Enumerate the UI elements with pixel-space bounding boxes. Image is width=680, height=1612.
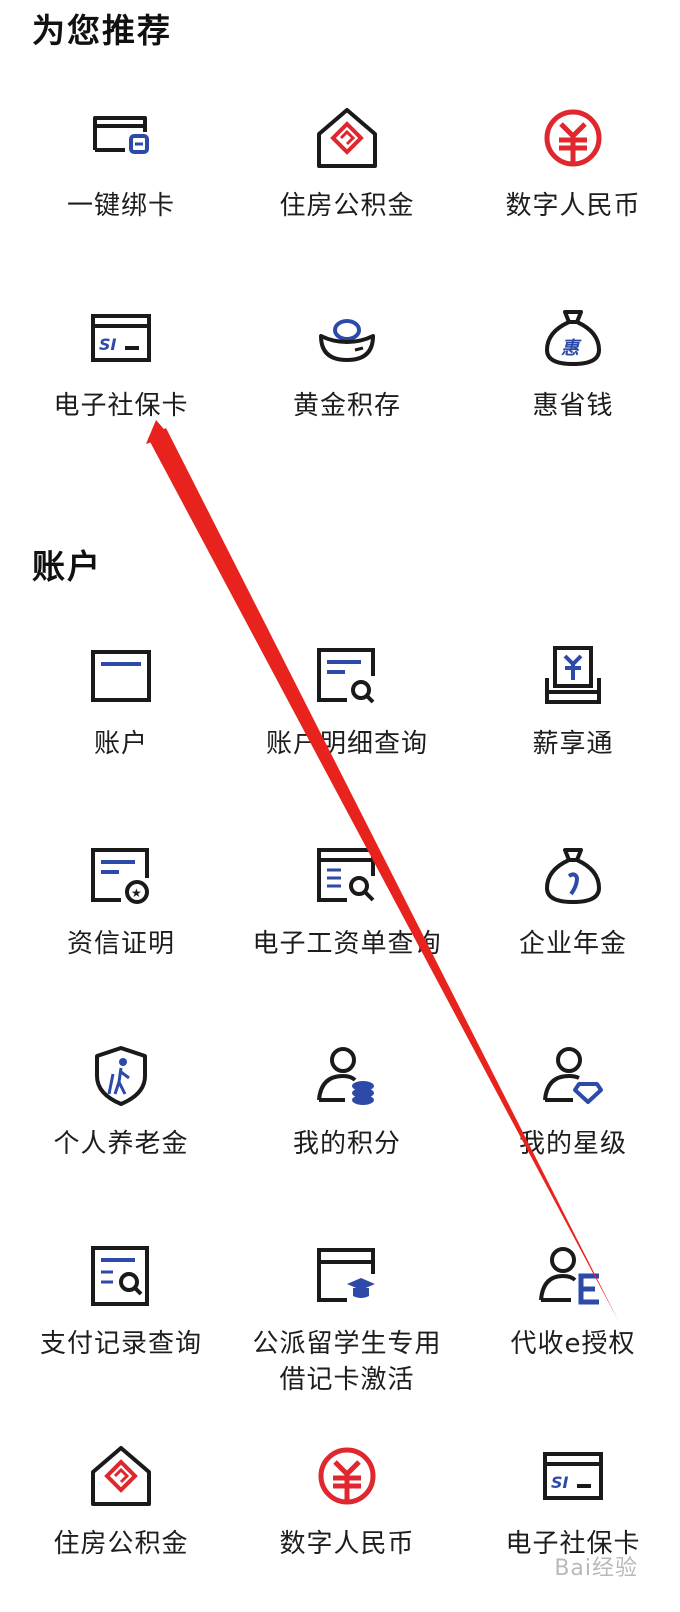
account-card-icon (91, 650, 151, 702)
tile-digital-rmb-2[interactable]: 数字人民币 (234, 1412, 460, 1612)
tile-my-star-level[interactable]: 我的星级 (460, 1012, 680, 1212)
tile-label: 我的积分 (292, 1129, 401, 1159)
tile-e-authorization[interactable]: 代收e授权 (460, 1212, 680, 1412)
tile-account[interactable]: 账户 (8, 612, 234, 812)
user-star-level-icon (543, 1047, 603, 1104)
tile-label: 住房公积金 (53, 1529, 189, 1559)
tile-label: 账户明细查询 (265, 729, 428, 759)
tile-salary[interactable]: 薪享通 (460, 612, 680, 812)
tile-label: 账户 (93, 729, 148, 759)
account-grid: 账户 账户明细查询 薪享通 ★ 资信证明 (0, 612, 680, 1612)
tile-payslip[interactable]: 电子工资单查询 (234, 812, 460, 1012)
money-bag-hui-icon: 惠 (544, 310, 602, 367)
social-security-card-icon: SI (91, 314, 151, 362)
tile-label: 个人养老金 (53, 1129, 189, 1159)
tile-label: 数字人民币 (279, 1529, 415, 1559)
e-authorization-icon (539, 1247, 599, 1305)
svg-text:SI: SI (551, 1473, 569, 1492)
watermark: Bai经验 (554, 1556, 638, 1581)
social-security-card-icon: SI (543, 1452, 603, 1500)
tile-social-security-card[interactable]: SI 电子社保卡 (8, 288, 234, 488)
tile-student-card-activation[interactable]: 公派留学生专用借记卡激活 (234, 1212, 460, 1412)
pension-shield-icon (95, 1046, 147, 1106)
bind-card-icon (93, 116, 149, 154)
salary-icon (545, 646, 601, 704)
gold-ingot-icon (319, 319, 375, 362)
digital-rmb-icon (318, 1447, 376, 1505)
student-card-activate-icon (317, 1248, 375, 1302)
credit-certificate-icon: ★ (91, 848, 149, 904)
tile-bind-card[interactable]: 一键绑卡 (8, 88, 234, 288)
tile-label: 住房公积金 (279, 191, 415, 221)
tile-label: 电子社保卡 (53, 391, 189, 421)
tile-label: 企业年金 (518, 929, 627, 959)
account-detail-search-icon (317, 648, 375, 704)
tile-pension[interactable]: 个人养老金 (8, 1012, 234, 1212)
tile-credit-cert[interactable]: ★ 资信证明 (8, 812, 234, 1012)
svg-text:★: ★ (131, 886, 142, 900)
tile-digital-rmb[interactable]: 数字人民币 (460, 88, 680, 288)
tile-account-detail[interactable]: 账户明细查询 (234, 612, 460, 812)
tile-label: 我的星级 (518, 1129, 627, 1159)
tile-payment-record[interactable]: 支付记录查询 (8, 1212, 234, 1412)
tile-housing-fund-2[interactable]: 住房公积金 (8, 1412, 234, 1612)
recommended-grid: 一键绑卡 住房公积金 数字人民币 SI 电子社保卡 黄金积存 (0, 88, 680, 488)
svg-text:SI: SI (99, 335, 117, 354)
housing-fund-icon (91, 1446, 151, 1506)
tile-label: 电子工资单查询 (252, 929, 442, 959)
tile-label: 一键绑卡 (66, 191, 175, 221)
tile-label: 公派留学生专用借记卡激活 (252, 1329, 442, 1395)
digital-rmb-icon (544, 109, 602, 167)
tile-hui-save[interactable]: 惠 惠省钱 (460, 288, 680, 488)
tile-label: 黄金积存 (292, 391, 401, 421)
tile-annuity[interactable]: 企业年金 (460, 812, 680, 1012)
tile-label: 薪享通 (532, 729, 614, 759)
payment-record-search-icon (91, 1246, 149, 1306)
payslip-search-icon (317, 848, 375, 902)
svg-text:惠: 惠 (561, 338, 582, 359)
annuity-bag-icon (544, 848, 602, 905)
section-title-account: 账户 (32, 547, 102, 586)
tile-social-security-card-2[interactable]: SI 电子社保卡 (460, 1412, 680, 1612)
tile-label: 支付记录查询 (39, 1329, 202, 1359)
tile-gold[interactable]: 黄金积存 (234, 288, 460, 488)
tile-label: 惠省钱 (532, 391, 614, 421)
user-points-icon (317, 1047, 374, 1105)
tile-label: 电子社保卡 (505, 1529, 641, 1559)
tile-label: 代收e授权 (510, 1329, 636, 1359)
tile-housing-fund[interactable]: 住房公积金 (234, 88, 460, 288)
tile-my-points[interactable]: 我的积分 (234, 1012, 460, 1212)
tile-label: 数字人民币 (505, 191, 641, 221)
section-title-recommended: 为您推荐 (32, 11, 172, 50)
housing-fund-icon (317, 108, 377, 168)
tile-label: 资信证明 (66, 929, 175, 959)
